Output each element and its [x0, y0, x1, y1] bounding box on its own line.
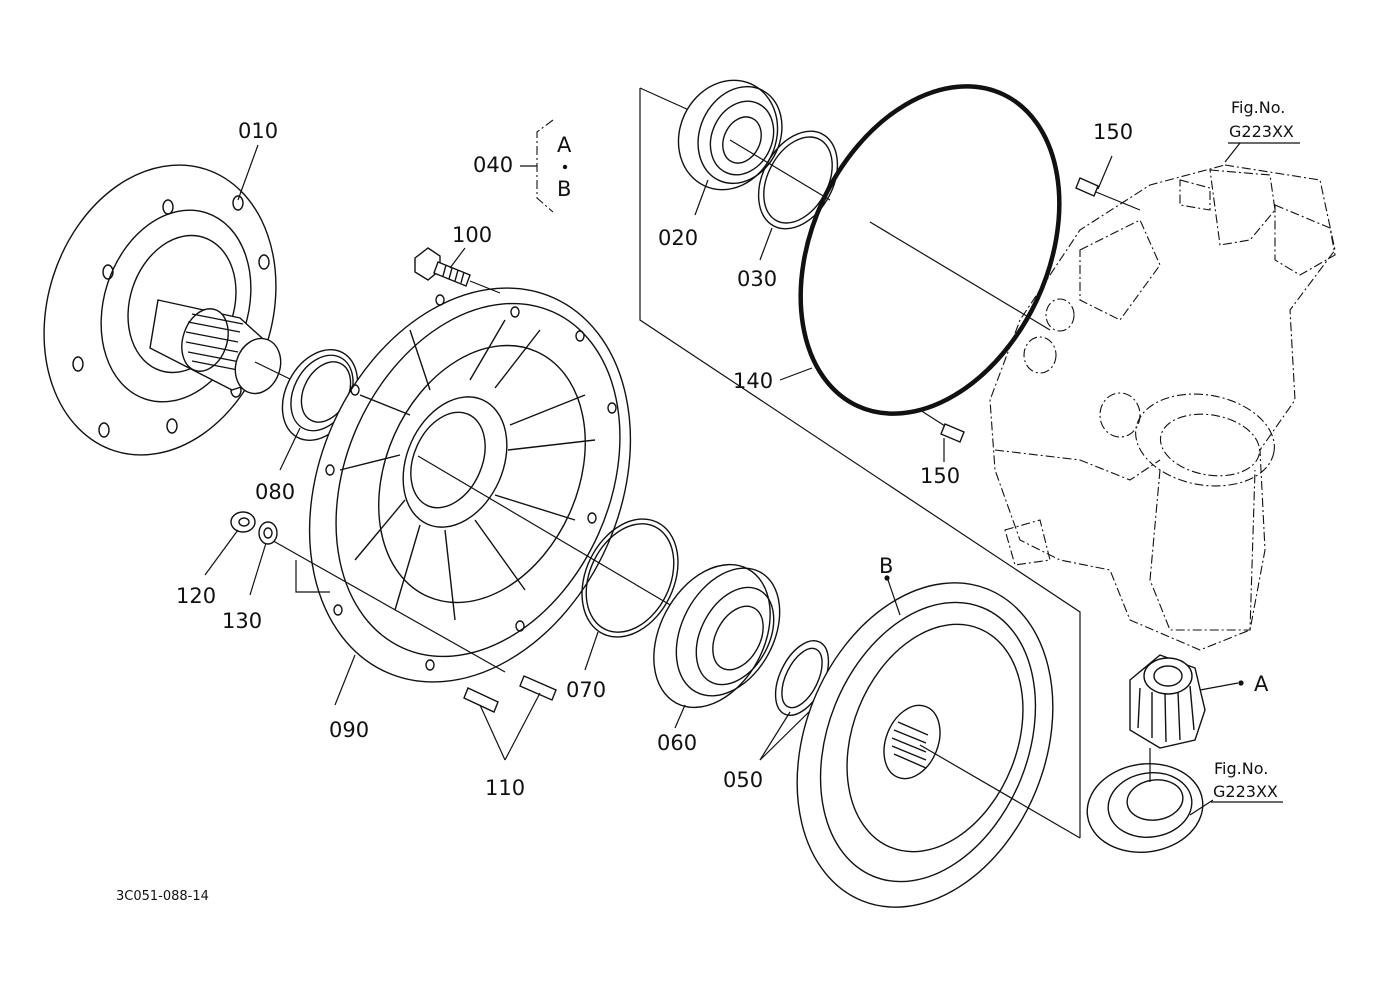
marker-a-label: A [1254, 672, 1269, 696]
label-130: 130 [222, 609, 262, 633]
label-140: 140 [733, 369, 773, 393]
part-100-bolt [414, 247, 501, 294]
label-020: 020 [658, 226, 698, 250]
label-010: 010 [238, 119, 278, 143]
fig-ref-lower-code: G223XX [1213, 782, 1278, 801]
marker-b-label: B [879, 554, 893, 578]
label-150-upper: 150 [1093, 120, 1133, 144]
part-120-nut [204, 511, 256, 576]
part-070-o-ring [581, 518, 679, 671]
option-a-label: A [557, 133, 572, 157]
part-ring-gear-b [796, 575, 1081, 908]
label-120: 120 [176, 584, 216, 608]
label-090: 090 [329, 718, 369, 742]
reference-transmission-case [989, 164, 1336, 651]
fig-ref-upper-title: Fig.No. [1231, 98, 1285, 117]
label-070: 070 [566, 678, 606, 702]
label-040: 040 [473, 153, 513, 177]
label-100: 100 [452, 223, 492, 247]
part-040-option-bracket [520, 119, 568, 213]
part-140-o-ring [779, 84, 1062, 416]
part-130-washer [249, 521, 278, 596]
part-010-output-flange [43, 164, 293, 456]
part-090-cover [267, 287, 673, 706]
assembly-boundary [639, 88, 1081, 838]
label-060: 060 [657, 731, 697, 755]
part-pinion-gear-a [1129, 654, 1244, 749]
drawing-code: 3C051-088-14 [116, 889, 209, 904]
part-060-bearing [653, 563, 781, 729]
label-050: 050 [723, 768, 763, 792]
label-150-lower: 150 [920, 464, 960, 488]
fig-ref-lower-title: Fig.No. [1214, 759, 1268, 778]
label-030: 030 [737, 267, 777, 291]
option-b-label: B [557, 177, 571, 201]
reference-pinion-bearing [1086, 748, 1214, 854]
label-110: 110 [485, 776, 525, 800]
part-020-bearing [677, 79, 831, 216]
part-110-stud-bolts [463, 675, 557, 761]
fig-ref-upper-code: G223XX [1229, 122, 1294, 141]
part-150-dowel-pins [919, 155, 1141, 462]
label-080: 080 [255, 480, 295, 504]
